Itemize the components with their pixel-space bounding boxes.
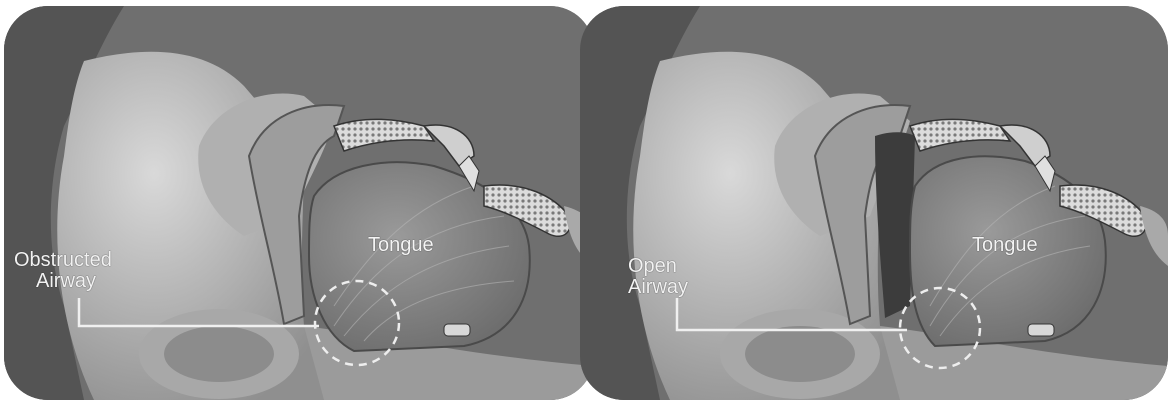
- open-airway-label: Open Airway: [628, 256, 688, 298]
- airway-label-line1: Open: [628, 256, 688, 277]
- airway-label-line1: Obstructed: [14, 250, 112, 271]
- airway-label-line2: Airway: [14, 271, 112, 292]
- tongue-label: Tongue: [368, 234, 434, 257]
- open-airway-panel: Open Airway Tongue: [580, 6, 1168, 400]
- airway-label-line2: Airway: [628, 277, 688, 298]
- tongue-label: Tongue: [972, 234, 1038, 257]
- obstructed-airway-illustration: [4, 6, 594, 400]
- obstructed-airway-panel: Obstructed Airway Tongue: [4, 6, 594, 400]
- open-airway-illustration: [580, 6, 1168, 400]
- obstructed-airway-label: Obstructed Airway: [14, 250, 112, 292]
